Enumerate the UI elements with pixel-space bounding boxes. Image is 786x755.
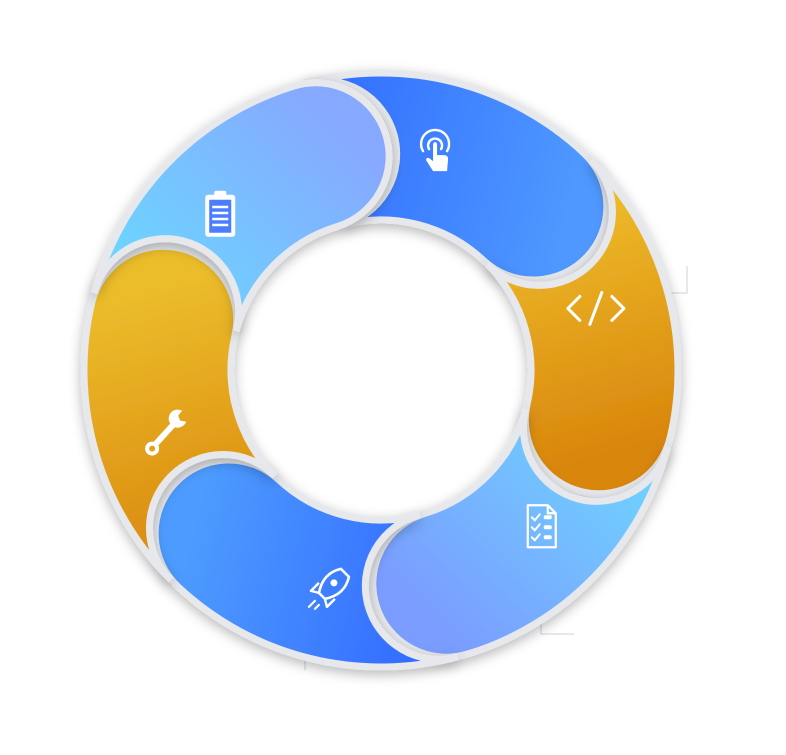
code-icon (566, 290, 626, 326)
ring-segments (80, 69, 682, 671)
wrench-icon (145, 409, 187, 456)
touch-icon (419, 128, 451, 172)
segment-plan (90, 79, 393, 333)
clipboard-icon (205, 190, 236, 237)
rocket-icon (307, 567, 351, 610)
checklist-icon (526, 504, 557, 549)
